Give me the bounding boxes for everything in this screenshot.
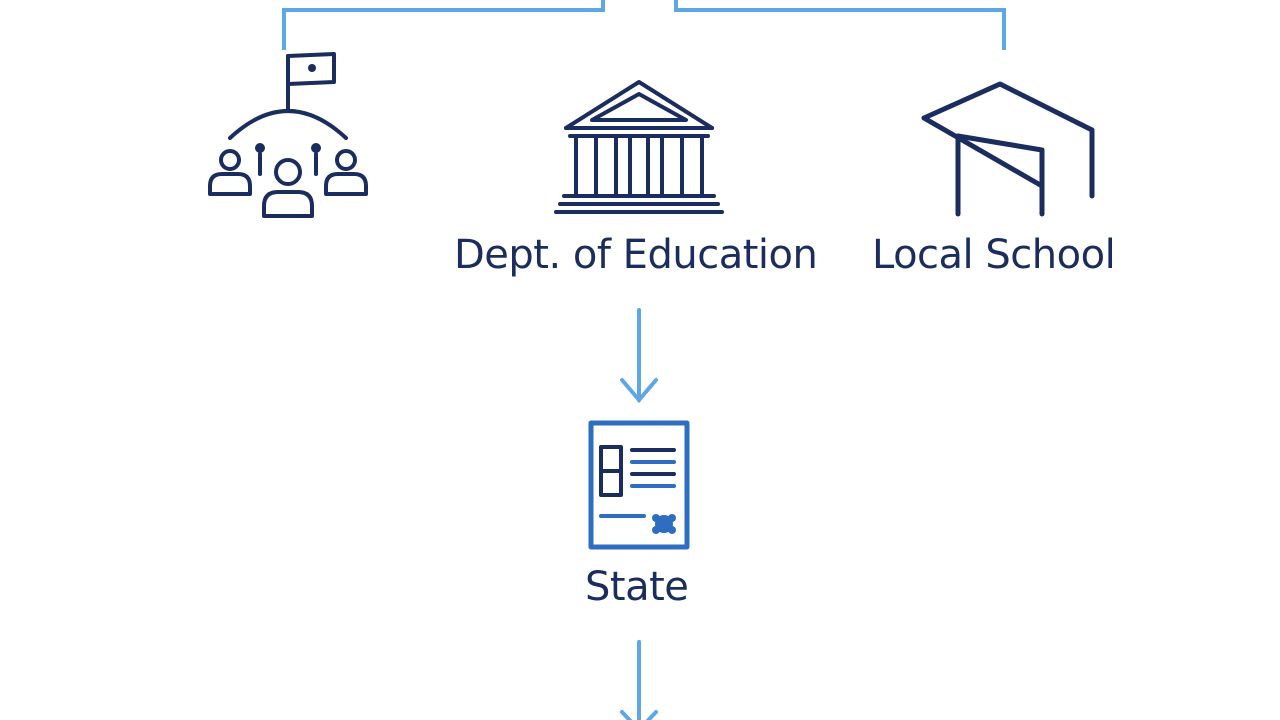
node-label-dept-of-education: Dept. of Education: [454, 232, 818, 278]
node-label-local-school: Local School: [872, 232, 1116, 278]
node-label-state: State: [585, 564, 689, 610]
school-building-icon: [921, 81, 1095, 217]
connector-to-community: [282, 0, 605, 50]
community-group-icon: [208, 52, 368, 218]
government-building-icon: [554, 80, 724, 214]
document-certificate-icon: [588, 420, 690, 550]
arrow-state-to-next: [620, 640, 658, 720]
arrow-dept-to-state: [620, 308, 658, 404]
seal-icon: [652, 514, 676, 534]
connector-to-local-school: [674, 0, 1006, 50]
